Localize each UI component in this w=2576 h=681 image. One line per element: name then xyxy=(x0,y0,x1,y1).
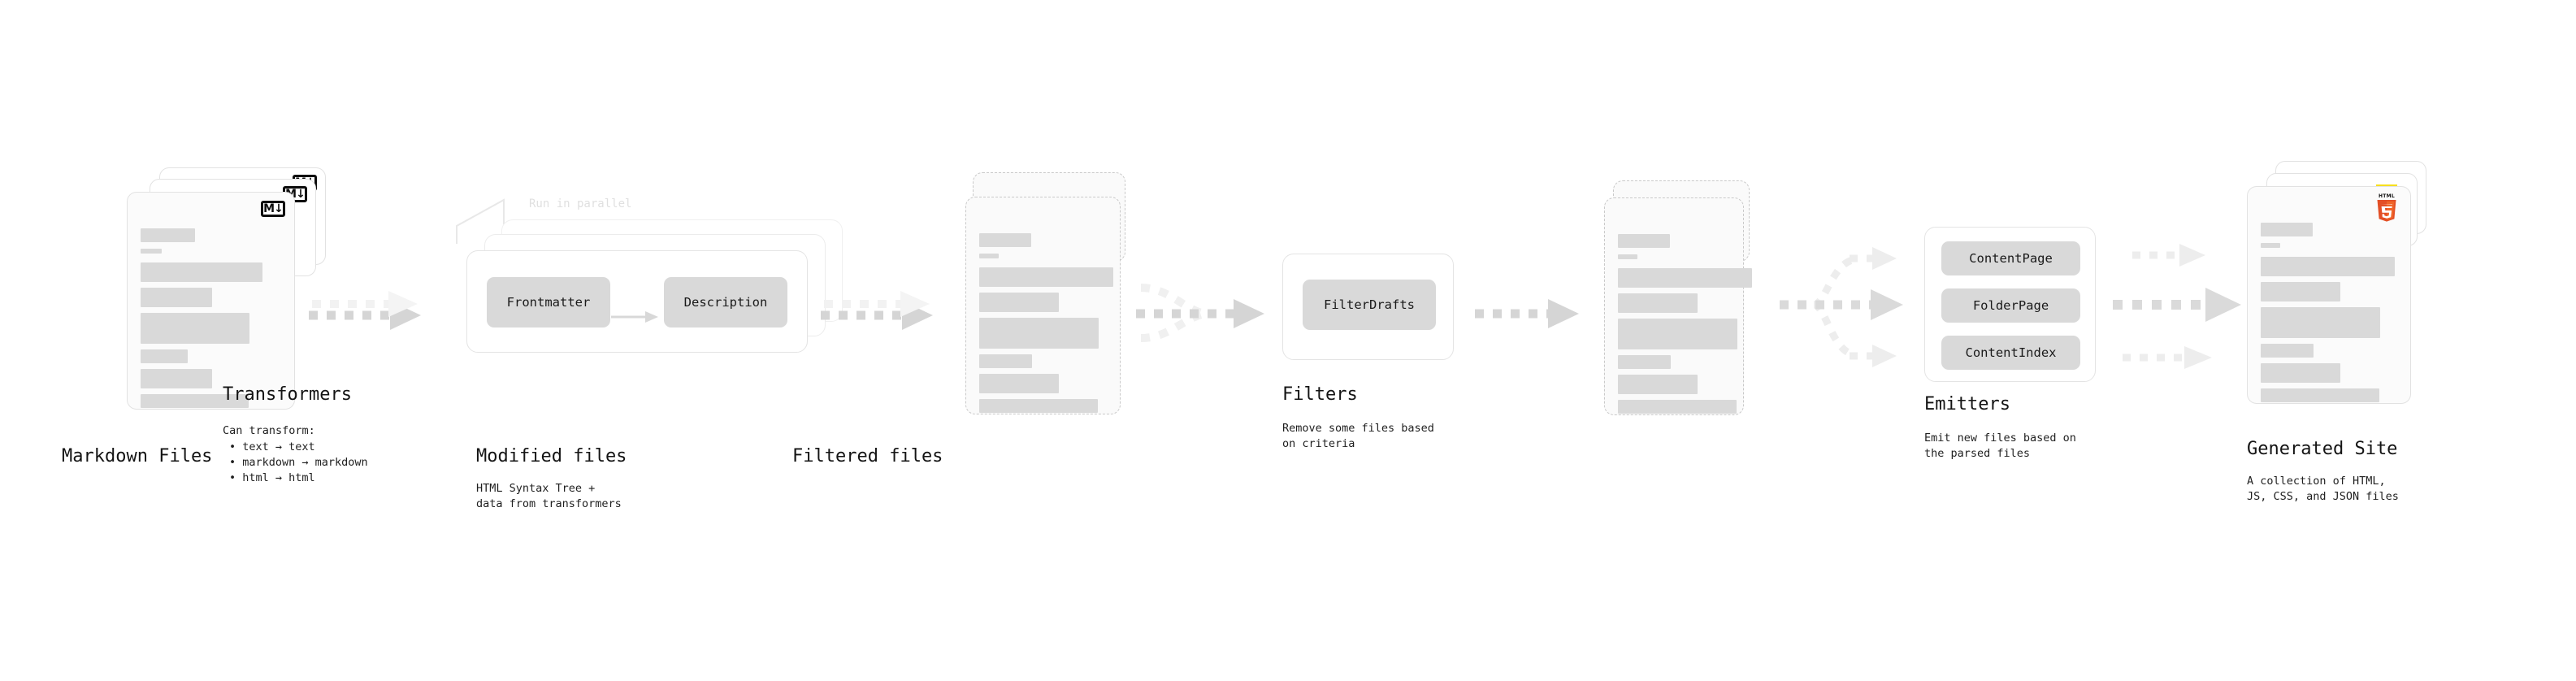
filtered-card-content xyxy=(1618,234,1752,414)
modified-card-content xyxy=(979,233,1113,413)
emitter-node-folderpage[interactable]: FolderPage xyxy=(1941,288,2080,323)
content-bar xyxy=(141,288,212,307)
filter-node-filterdrafts[interactable]: FilterDrafts xyxy=(1303,280,1436,330)
stage-title-generated-site: Generated Site xyxy=(2247,439,2398,459)
arrow-emitters-to-site xyxy=(2113,244,2241,369)
content-bar xyxy=(2261,344,2314,358)
bullet-item: • html → html xyxy=(229,471,315,484)
arrow-filtered-to-emitters xyxy=(1780,247,1903,367)
html5-glyph xyxy=(2381,204,2392,219)
markdown-badge-icon: M↓ xyxy=(261,201,285,217)
markdown-card-front: M↓ xyxy=(127,192,295,410)
branch-head-up xyxy=(1872,247,1897,270)
content-bar xyxy=(2261,388,2379,402)
arrow-head xyxy=(1548,299,1579,328)
bullet-item: • text → text xyxy=(229,440,315,453)
content-bar xyxy=(141,313,249,344)
generated-card-content xyxy=(2261,223,2399,402)
emitters-box: ContentPage FolderPage ContentIndex xyxy=(1924,227,2096,382)
arrow-head-bottom xyxy=(2184,346,2212,369)
content-bar xyxy=(979,354,1032,368)
stage-title-emitters: Emitters xyxy=(1924,394,2010,414)
emitter-node-contentpage[interactable]: ContentPage xyxy=(1941,241,2080,275)
content-bar xyxy=(2261,282,2340,301)
content-bar xyxy=(141,262,262,282)
emitters-caption: Emit new files based on the parsed files xyxy=(1924,432,2076,460)
transformer-node-frontmatter[interactable]: Frontmatter xyxy=(487,277,610,327)
branch-curve-up xyxy=(1812,256,1854,309)
branch-curve-down xyxy=(1812,301,1854,358)
arrow-head-ghost xyxy=(388,291,418,317)
content-bar xyxy=(141,228,195,242)
content-bar xyxy=(979,293,1059,312)
content-bar xyxy=(2261,243,2280,248)
stage-title-modified-files: Modified files xyxy=(476,446,627,466)
filtered-card-front xyxy=(1604,197,1752,415)
content-bar xyxy=(1618,375,1698,394)
stage-title-filtered-files: Filtered files xyxy=(792,446,943,466)
content-bar xyxy=(1618,268,1752,288)
transformers-caption: Can transform: xyxy=(223,424,315,437)
content-bar xyxy=(979,318,1099,349)
arrow-transformers-to-modified xyxy=(821,291,933,330)
arrow-head xyxy=(1234,299,1264,328)
stage-title-filters: Filters xyxy=(1282,384,1358,405)
markdown-card-content xyxy=(141,228,283,408)
branch-head-down xyxy=(1872,345,1897,367)
content-bar xyxy=(2261,363,2340,383)
generated-card-front: HTML xyxy=(2247,186,2411,404)
content-bar xyxy=(1618,319,1737,349)
content-bar xyxy=(141,349,188,363)
content-bar xyxy=(1618,355,1671,369)
content-bar xyxy=(141,369,212,388)
content-bar xyxy=(979,233,1031,247)
filters-box: FilterDrafts xyxy=(1282,254,1454,360)
arrow-head xyxy=(1871,289,1903,320)
content-bar xyxy=(2261,223,2313,236)
stage-title-markdown-files: Markdown Files xyxy=(62,446,213,466)
transformer-node-description[interactable]: Description xyxy=(664,277,787,327)
content-bar xyxy=(979,267,1113,287)
content-bar xyxy=(1618,293,1698,313)
content-bar xyxy=(1618,234,1670,248)
html5-badge-label: HTML xyxy=(2378,193,2396,199)
inner-arrow-head xyxy=(645,311,658,323)
bracket-path xyxy=(456,198,505,244)
content-bar xyxy=(979,254,999,258)
run-in-parallel-bracket xyxy=(456,198,505,244)
content-bar xyxy=(1618,400,1737,414)
transformers-bullet-list: • text → text • markdown → markdown • ht… xyxy=(229,440,368,486)
arrow-filters-to-filtered xyxy=(1475,299,1579,328)
generated-site-caption: A collection of HTML, JS, CSS, and JSON … xyxy=(2247,475,2399,503)
modified-card-front xyxy=(965,197,1121,414)
filters-caption: Remove some files based on criteria xyxy=(1282,422,1434,450)
arrow-modified-to-filters xyxy=(1136,284,1264,342)
emitter-node-contentindex[interactable]: ContentIndex xyxy=(1941,336,2080,370)
arrow-markdown-to-transformers xyxy=(309,291,421,330)
content-bar xyxy=(141,394,249,408)
content-bar xyxy=(2261,307,2380,338)
arrow-head-top xyxy=(2179,244,2205,267)
content-bar xyxy=(141,249,162,254)
arrow-head-ghost xyxy=(900,291,930,317)
transformer-layer-front: Frontmatter Description xyxy=(466,250,808,353)
transformer-inner-arrow xyxy=(611,311,658,323)
arrow-head-middle xyxy=(2205,288,2241,322)
content-bar xyxy=(2261,257,2395,276)
stage-title-transformers: Transformers xyxy=(223,384,352,405)
html5-badge-icon: HTML xyxy=(2376,193,2397,222)
bullet-item: • markdown → markdown xyxy=(229,456,368,469)
modified-files-caption: HTML Syntax Tree + data from transformer… xyxy=(476,482,622,510)
content-bar xyxy=(979,374,1059,393)
run-in-parallel-label: Run in parallel xyxy=(529,197,632,210)
content-bar xyxy=(979,399,1098,413)
content-bar xyxy=(1618,254,1637,259)
